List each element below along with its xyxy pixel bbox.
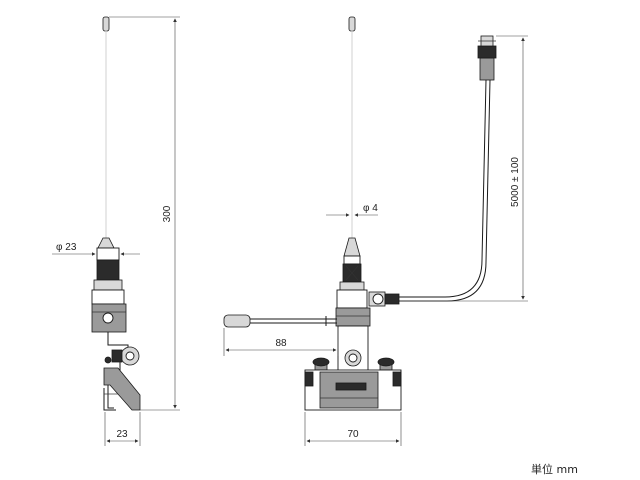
coil-body [96,259,120,281]
dimension-left-diameter: φ 23 [52,242,140,256]
front-view [223,16,402,411]
dimension-cable-length: 5000 ± 100 [400,35,528,302]
dim-left-height-label: 300 [162,205,173,222]
dimension-left-height: 300 [109,16,180,411]
coil-top [96,247,120,261]
cable-connector-nut [384,293,400,305]
front-rod-fitting [343,237,361,257]
mount-screw [102,312,114,324]
bnc-connector-nut [477,45,497,59]
dimension-arm-length: 88 [223,328,339,356]
dimension-base-width: 70 [304,412,402,446]
bnc-connector-body [479,57,495,81]
clamp-arm [103,367,141,411]
dim-left-diameter-label: φ 23 [56,242,77,253]
rod-tip [102,16,110,32]
dim-rod-diameter-label: φ 4 [363,203,378,214]
mount-block [91,289,125,305]
coil-collar [93,279,123,291]
rod-fitting [97,237,115,249]
bracket-nut [111,349,123,363]
front-mount-block [336,289,368,309]
front-mount-housing [335,307,371,327]
dimension-left-width: 23 [104,412,141,446]
dim-arm-length-label: 88 [275,338,287,349]
left-side-view [91,16,141,411]
arm-grip [223,314,251,328]
dim-base-width-label: 70 [347,429,359,440]
coaxial-cable [399,35,497,302]
dim-left-width-label: 23 [116,429,128,440]
dimension-rod-diameter: φ 4 [326,203,378,217]
unit-label: 単位 mm [531,463,578,476]
base-label-plate [335,382,367,391]
dim-cable-length-label: 5000 ± 100 [510,157,521,207]
front-rod-tip [348,16,356,32]
front-coil-collar [339,281,365,291]
front-coil-top [343,255,361,265]
